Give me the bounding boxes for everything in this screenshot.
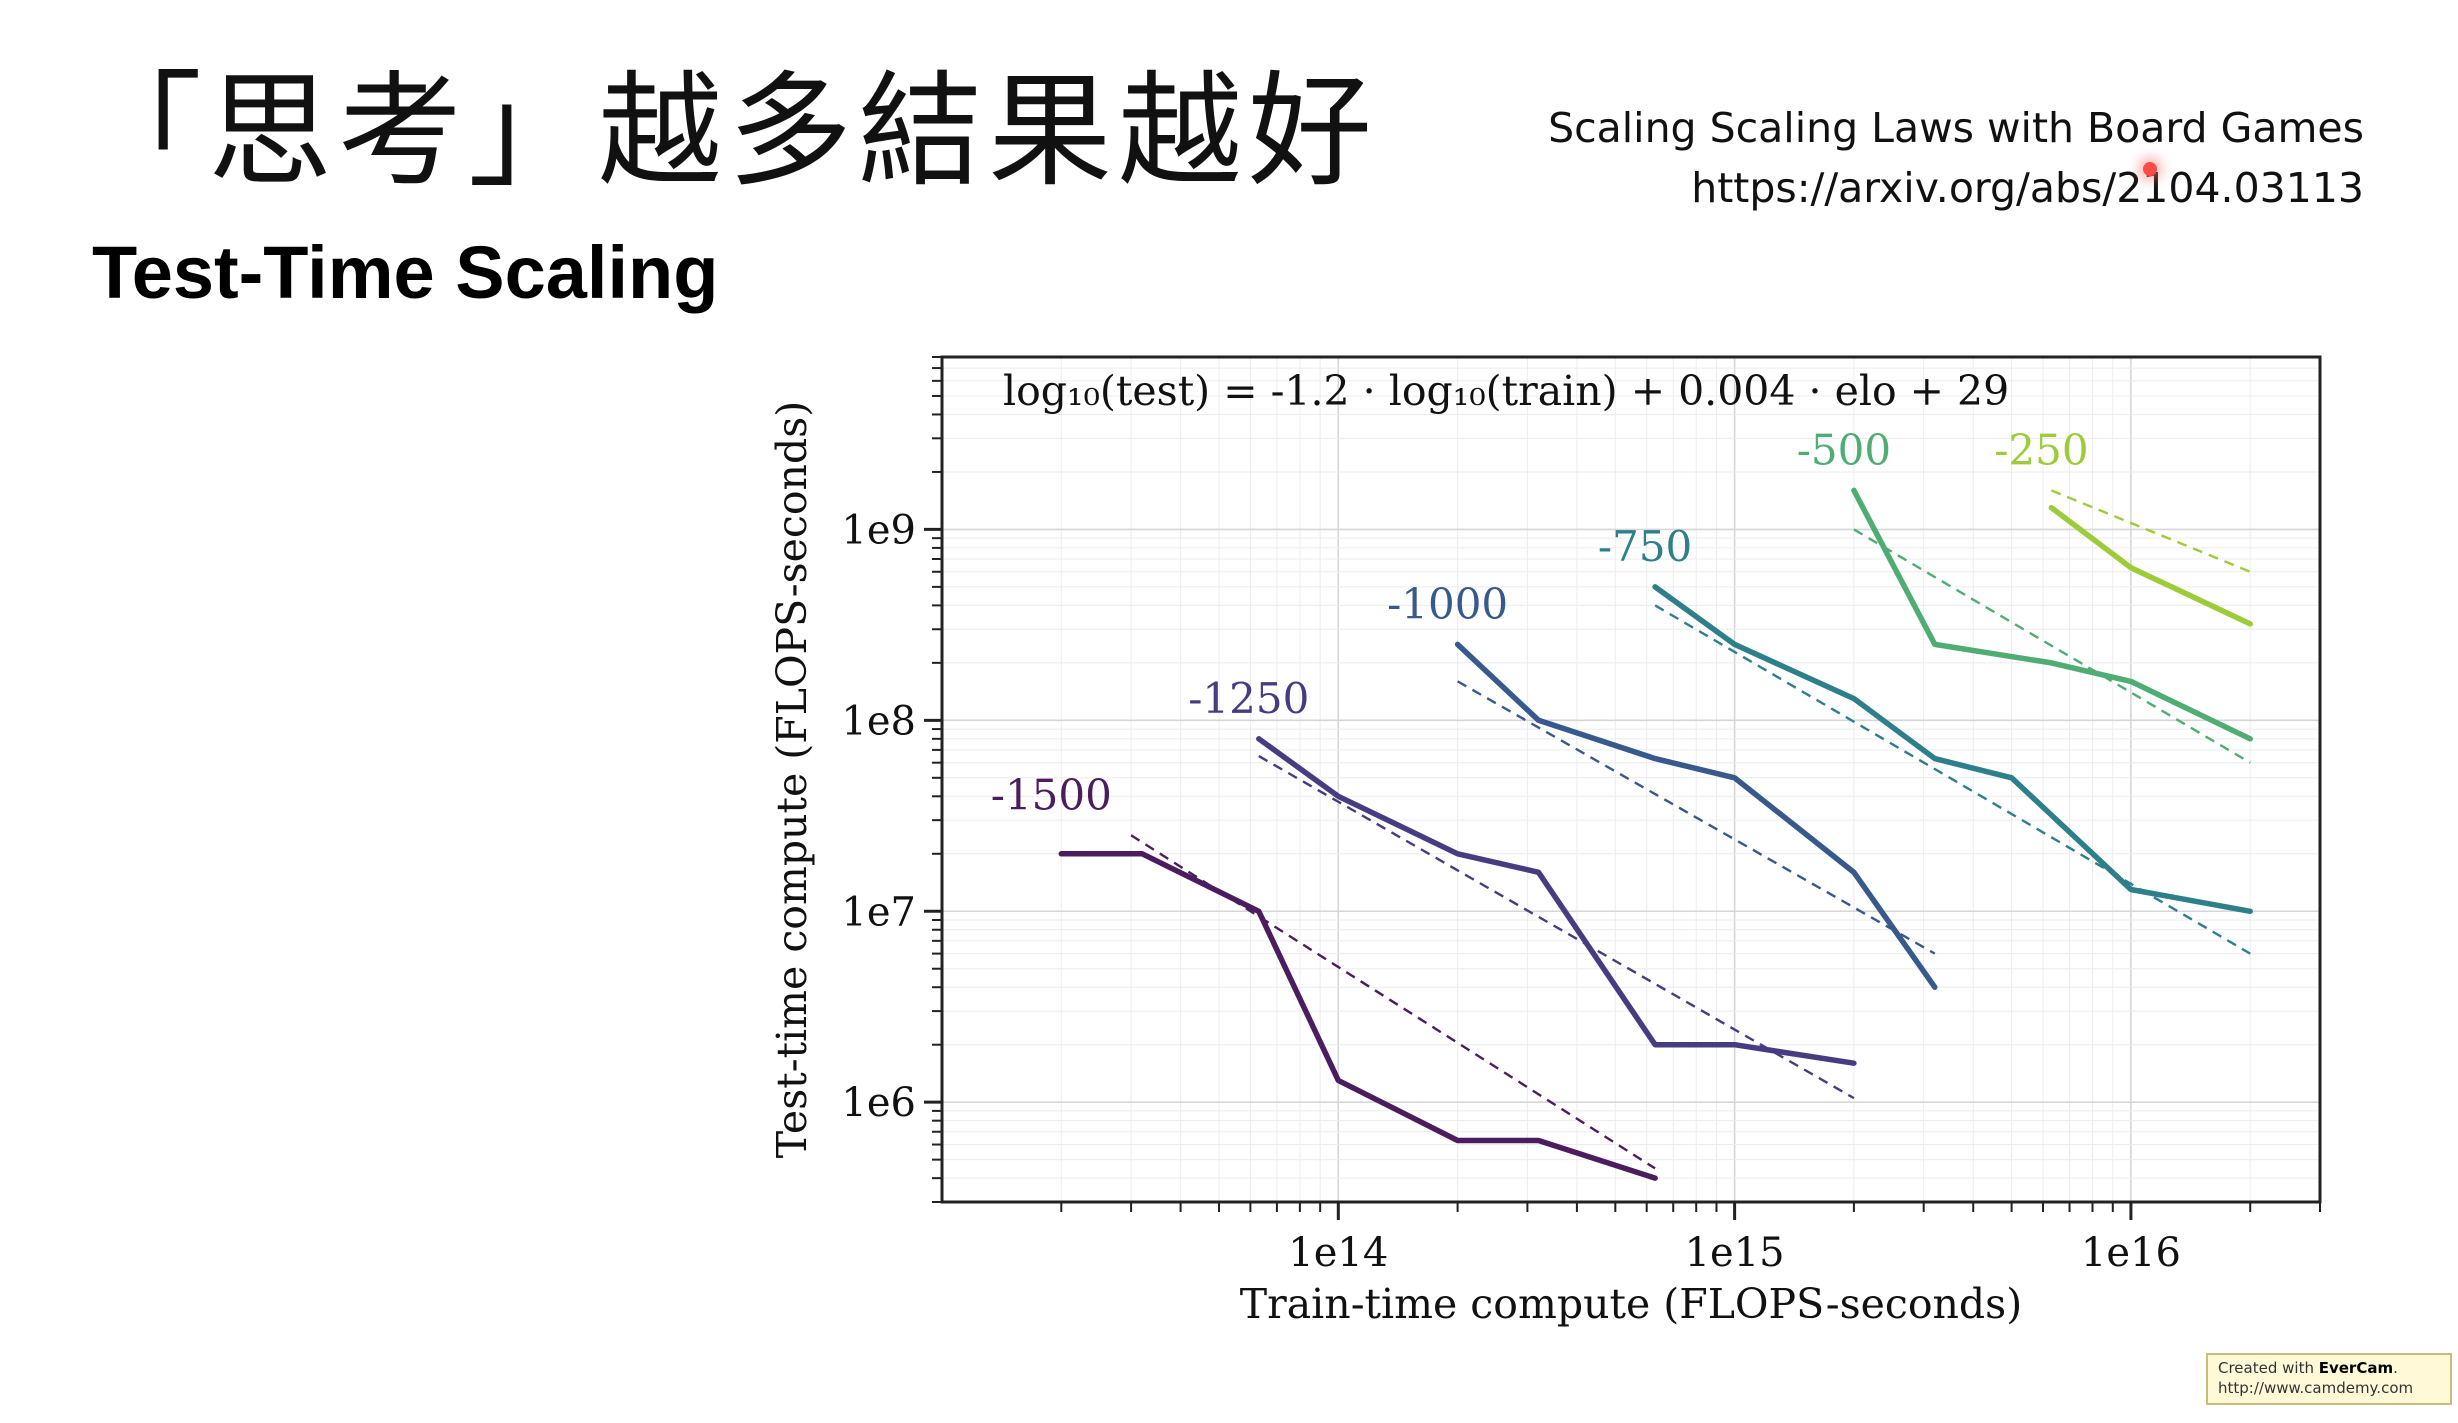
x-tick-label: 1e14 <box>1288 1230 1388 1276</box>
fit-line--500 <box>1853 528 2251 764</box>
equation-annotation: log₁₀(test) = -1.2 · log₁₀(train) + 0.00… <box>1003 367 2009 415</box>
fit-line--750 <box>1654 604 2251 955</box>
y-tick-label: 1e7 <box>841 889 916 935</box>
fit-line--1000 <box>1457 680 1936 955</box>
series-line--1500 <box>1058 851 1658 1181</box>
laser-pointer-dot <box>2143 162 2157 176</box>
reference-url[interactable]: https://arxiv.org/abs/2104.03113 <box>1691 164 2364 212</box>
watermark-prefix: Created with <box>2218 1359 2319 1377</box>
x-axis-label: Train-time compute (FLOPS-seconds) <box>1240 1280 2022 1328</box>
series-line--250 <box>2048 504 2253 627</box>
series-line--500 <box>1851 487 2253 742</box>
series-label--1000: -1000 <box>1387 579 1508 628</box>
series-label--750: -750 <box>1598 522 1692 571</box>
slide-title: 「思考」越多結果越好 <box>78 60 1379 204</box>
plot-area <box>942 357 2320 1202</box>
reference-title: Scaling Scaling Laws with Board Games <box>1548 104 2364 152</box>
plot-frame <box>940 355 2322 1204</box>
series-label--1500: -1500 <box>991 770 1112 819</box>
fit-line--250 <box>2050 489 2251 573</box>
watermark-line-1: Created with EverCam. <box>2218 1358 2440 1378</box>
watermark-badge[interactable]: Created with EverCam. http://www.camdemy… <box>2206 1353 2452 1405</box>
y-tick-label: 1e6 <box>841 1080 916 1126</box>
series-label--1250: -1250 <box>1188 674 1309 723</box>
watermark-line-2: http://www.camdemy.com <box>2218 1379 2414 1397</box>
series-label--250: -250 <box>1994 425 2088 474</box>
x-tick-label: 1e15 <box>1685 1230 1785 1276</box>
slide-subtitle: Test-Time Scaling <box>92 231 719 314</box>
y-axis-label: Test-time compute (FLOPS-seconds) <box>768 401 816 1158</box>
fit-line--1250 <box>1258 755 1855 1100</box>
series-line--1250 <box>1256 736 1857 1066</box>
series-label--500: -500 <box>1797 425 1891 474</box>
reference-block: Scaling Scaling Laws with Board Games ht… <box>1548 98 2364 218</box>
watermark-brand: EverCam <box>2318 1359 2394 1377</box>
y-tick-label: 1e8 <box>841 698 916 744</box>
watermark-suffix: . <box>2393 1359 2398 1377</box>
series-line--750 <box>1652 584 2253 915</box>
y-tick-label: 1e9 <box>841 507 916 553</box>
series-line--1000 <box>1454 641 1938 990</box>
x-tick-label: 1e16 <box>2081 1230 2181 1276</box>
